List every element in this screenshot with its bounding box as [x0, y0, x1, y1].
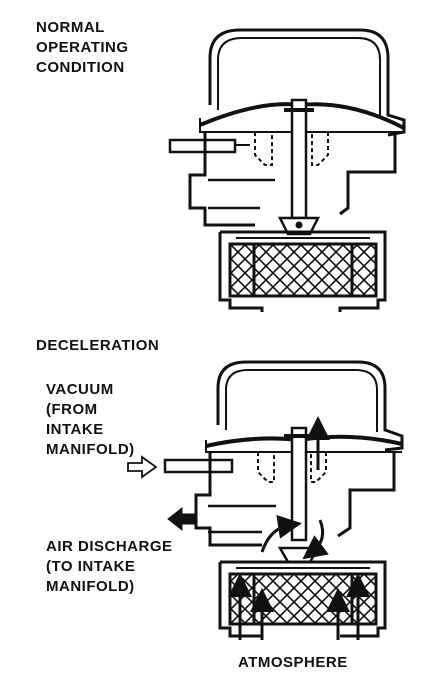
outlet-port — [208, 178, 275, 210]
dome-cover — [216, 360, 404, 452]
deceleration-label: DECELERATION — [36, 337, 160, 354]
atmosphere-label: ATMOSPHERE — [238, 654, 348, 671]
inlet-nozzle — [163, 458, 234, 474]
valve-deceleration — [163, 360, 404, 638]
filter-housing — [218, 230, 387, 312]
valve-stem — [290, 98, 308, 220]
flow-curve-right — [302, 519, 329, 560]
flow-arrows — [127, 416, 370, 640]
normal-operating-label: NORMAL OPERATING CONDITION — [36, 19, 129, 76]
discharge-arrow — [167, 506, 197, 532]
vacuum-arrow — [127, 455, 158, 479]
vacuum-label: VACUUM (FROM INTAKE MANIFOLD) — [46, 381, 135, 458]
flow-curve-left — [260, 514, 302, 553]
filter-element — [228, 572, 378, 626]
air-discharge-label: AIR DISCHARGE (TO INTAKE MANIFOLD) — [46, 538, 173, 595]
valve-normal — [168, 28, 406, 312]
filter-element — [228, 242, 378, 298]
valve-stem — [290, 426, 308, 542]
outlet-port — [208, 504, 276, 534]
dome-cover — [208, 28, 406, 137]
inlet-nozzle — [168, 138, 237, 154]
